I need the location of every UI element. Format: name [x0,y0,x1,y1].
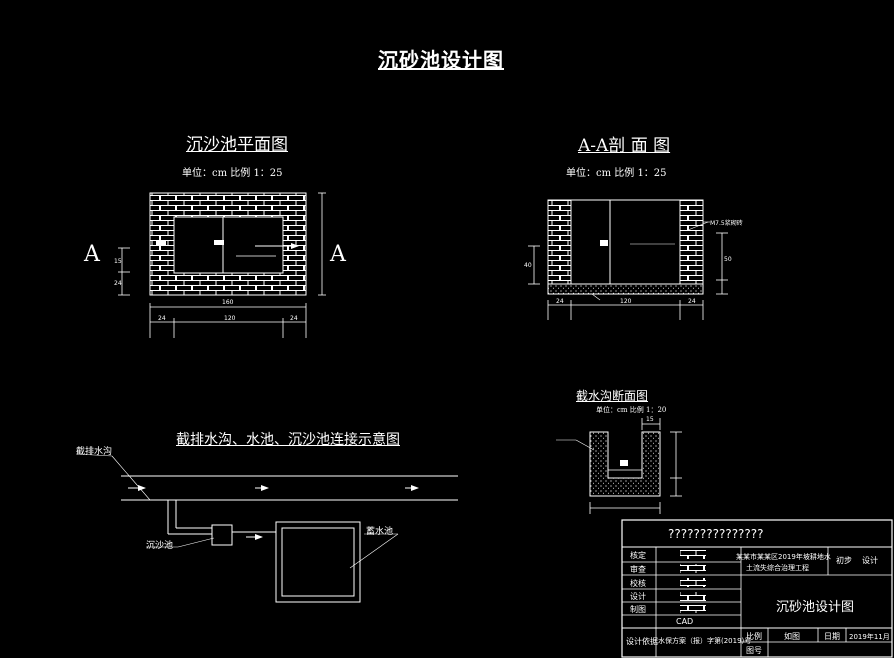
title-block-drawing-name: 沉砂池设计图 [776,600,855,615]
title-block-project-line2: 土流失综合治理工程 [746,564,809,572]
connection-diagram-title: 截排水沟、水池、沉沙池连接示意图 [176,432,400,448]
title-block [621,519,893,658]
section-dim-height-right: 50 [724,256,732,263]
label-drainage-ditch: 截排水沟 [76,447,113,457]
plan-dim-middle: 120 [224,315,236,322]
title-block-row-approve: 核定 [630,551,646,560]
title-block-drawing-no-label: 图号 [746,646,762,655]
title-block-row-design: 设计 [630,592,646,601]
title-block-stage-label: 初步 [836,556,852,565]
drawing-main-title: 沉砂池设计图 [378,48,504,72]
section-dim-height-left: 40 [524,262,532,269]
title-block-scale-value: 如图 [784,632,800,641]
title-block-row-check: 校核 [630,579,646,588]
title-block-date-label: 日期 [824,632,840,641]
plan-dim-height-b: 24 [114,280,122,287]
section-wall-label: M7.5浆砌砖 [710,220,743,227]
section-unit-scale: 单位：cm 比例 1：25 [566,168,667,179]
plan-dim-total: 160 [222,299,234,306]
section-dim-left: 24 [556,298,564,305]
plan-view-title: 沉沙池平面图 [186,135,288,155]
connection-diagram [75,453,458,603]
title-block-date-value: 2019年11月 [849,633,890,641]
title-block-project-line1: 某某市某某区2019年坡耕地水 [736,553,831,561]
title-block-stage-value: 设计 [862,556,878,565]
ditch-section [556,418,682,514]
section-dim-right: 24 [688,298,696,305]
ditch-unit-scale: 单位：cm 比例 1：20 [596,406,667,414]
section-view-title: A-A剖 面 图 [578,136,671,156]
plan-section-mark-left: A [84,242,100,267]
title-block-row-draft: 制图 [630,605,646,614]
ditch-section-title: 截水沟断面图 [576,389,649,403]
title-block-scale-label: 比例 [746,632,762,641]
title-block-basis-value: 水保方案（报）字第(2019)号 [658,637,752,645]
plan-dim-height-a: 15 [114,258,122,265]
section-dim-middle: 120 [620,298,632,305]
section-view [528,199,728,320]
plan-unit-scale: 单位：cm 比例 1：25 [182,168,283,179]
title-block-header: ??????????????? [668,527,764,541]
plan-dim-left: 24 [158,315,166,322]
label-storage-tank: 蓄水池 [366,527,394,537]
plan-section-mark-right: A [330,242,346,267]
plan-view [118,192,326,338]
label-sand-tank: 沉沙池 [146,541,174,551]
title-block-basis-label: 设计依据 [626,637,658,646]
plan-dim-right: 24 [290,315,298,322]
title-block-row-cad: CAD [676,617,694,626]
title-block-row-review: 审查 [630,565,646,574]
ditch-dim-top: 15 [646,416,654,423]
